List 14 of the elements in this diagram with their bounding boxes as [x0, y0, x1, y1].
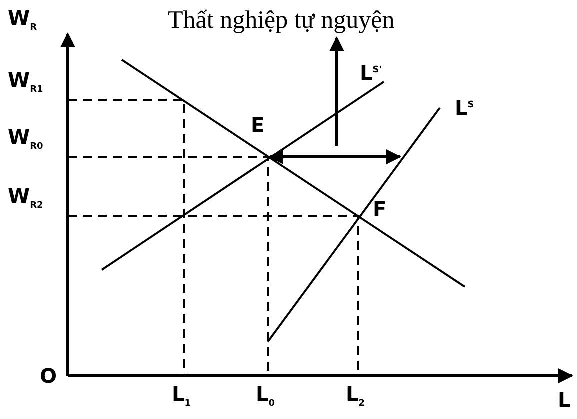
- point-label: E: [251, 115, 265, 135]
- curve-label: L$^{S}$: [455, 98, 474, 118]
- annotation-text: Thất nghiệp tự nguyện: [168, 8, 395, 33]
- axis-label: L$_{0}$: [256, 384, 276, 409]
- axis-label: W$_{R0}$: [8, 127, 44, 152]
- axis-label: W$_{R}$: [8, 8, 37, 33]
- curve-label: L$^{S'}$: [360, 63, 382, 83]
- axis-label: W$_{R1}$: [8, 70, 44, 95]
- axis-label: W$_{R2}$: [8, 186, 44, 211]
- axis-label: L$_{2}$: [346, 384, 366, 409]
- origin-label: O: [40, 366, 58, 386]
- axis-label: L$_{1}$: [172, 384, 192, 409]
- axis-label: L: [558, 390, 571, 410]
- point-label: F: [373, 199, 387, 219]
